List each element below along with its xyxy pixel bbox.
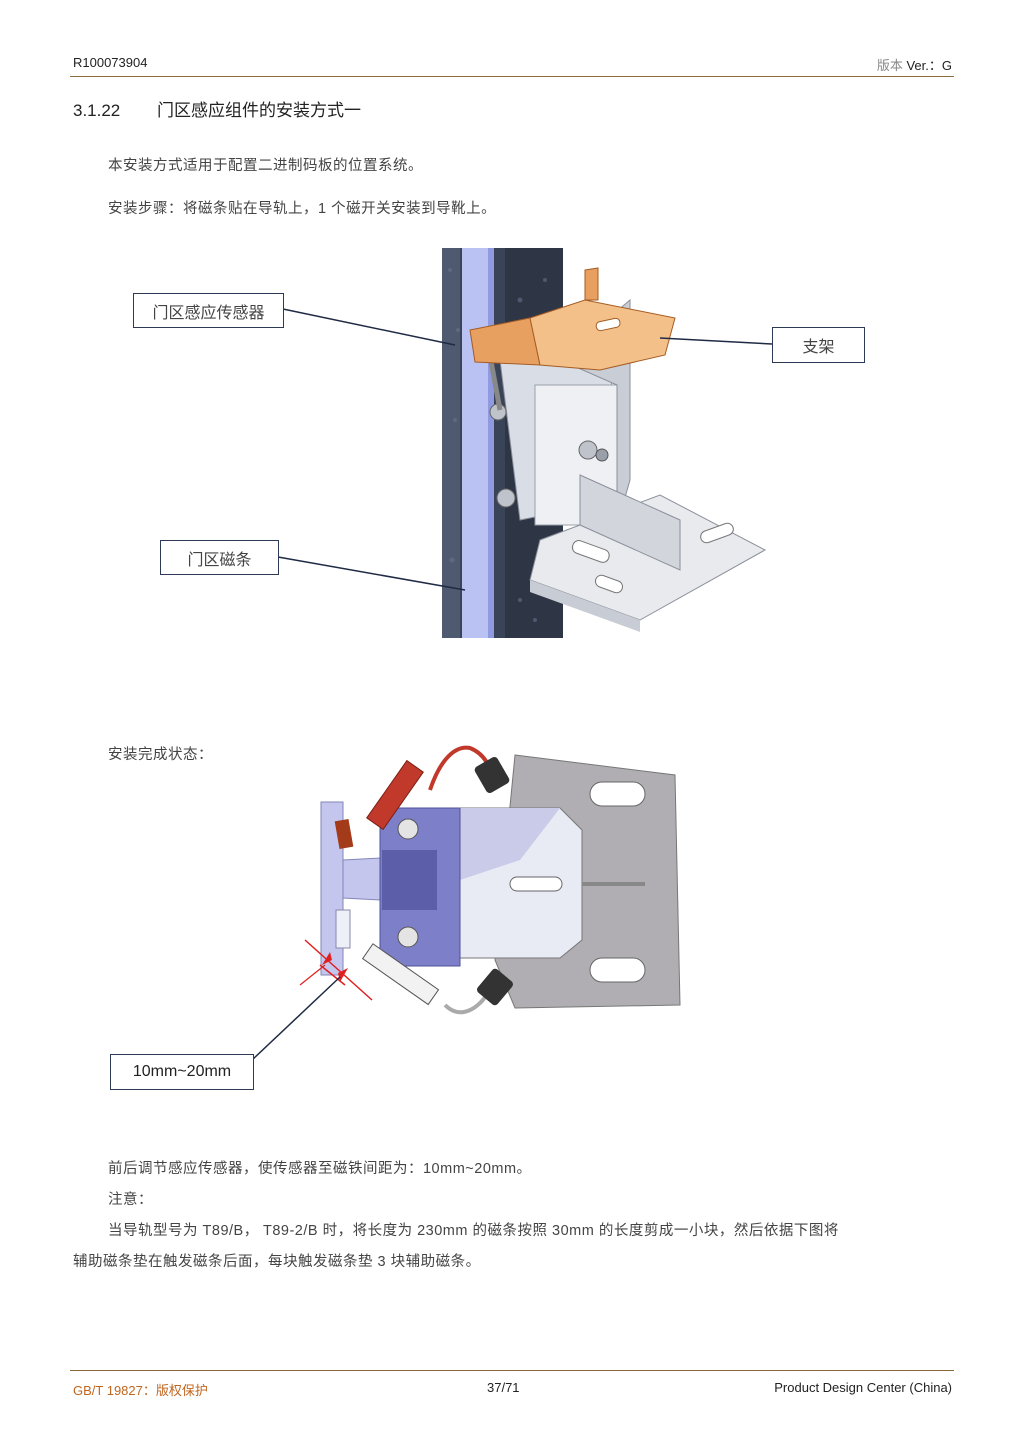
installed-state-label: 安装完成状态：	[108, 747, 213, 763]
callout-magnetic-strip: 门区磁条	[160, 540, 279, 575]
version-info: 版本 Ver.：G	[877, 55, 952, 74]
section-heading: 3.1.22 门区感应组件的安装方式一	[73, 96, 361, 121]
version-label-cn: 版本	[876, 58, 903, 73]
figure-installation-3d	[277, 248, 773, 638]
doc-id: R100073904	[73, 55, 148, 70]
note-line-2: 辅助磁条垫在触发磁条后面，每块触发磁条垫 3 块辅助磁条。	[73, 1254, 481, 1270]
callout-bracket: 支架	[772, 327, 865, 363]
section-title: 门区感应组件的安装方式一	[157, 101, 361, 120]
note-label: 注意：	[108, 1192, 153, 1208]
footer-copyright: GB/T 19827：版权保护	[73, 1383, 208, 1398]
intro-line-1: 本安装方式适用于配置二进制码板的位置系统。	[108, 158, 423, 174]
adjust-instruction: 前后调节感应传感器，使传感器至磁铁间距为：10mm~20mm。	[108, 1161, 532, 1177]
note-line-1: 当导轨型号为 T89/B， T89-2/B 时，将长度为 230mm 的磁条按照…	[108, 1223, 839, 1239]
section-number: 3.1.22	[73, 101, 121, 120]
intro-line-2: 安装步骤：将磁条贴在导轨上，1 个磁开关安装到导靴上。	[108, 201, 497, 217]
version-label: Ver.：G	[906, 58, 952, 73]
callout-gap-distance: 10mm~20mm	[110, 1054, 254, 1090]
footer-divider	[70, 1370, 954, 1371]
footer-organization: Product Design Center (China)	[774, 1380, 952, 1395]
header-divider	[70, 76, 954, 77]
page-number: 37/71	[487, 1380, 520, 1395]
figure-installed-top-view	[251, 745, 681, 1061]
callout-sensor: 门区感应传感器	[133, 293, 284, 328]
